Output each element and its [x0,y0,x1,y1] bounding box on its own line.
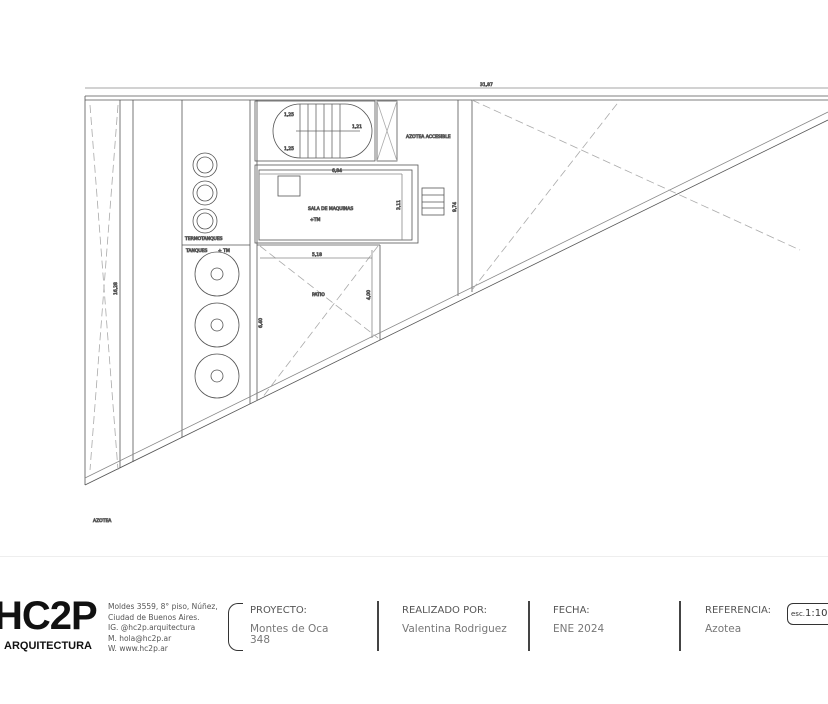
label-azotea-accesible: AZOTEA ACCESIBLE [406,134,451,140]
instagram: IG. @hc2p.arquitectura [108,623,196,632]
divider [679,601,681,651]
brace-divider [228,603,243,651]
dim-left-height: 16,28 [113,282,119,295]
field-proyecto: PROYECTO: Montes de Oca 348 [250,605,345,646]
dim-stair-c: 1,25 [284,146,294,152]
studio-address: Moldes 3559, 8° piso, Núñez, Ciudad de B… [108,602,218,655]
label-sala-sub: +TM [310,217,321,223]
proyecto-value: Montes de Oca 348 [250,623,329,646]
scale-prefix: esc. [791,610,806,618]
termotanques [192,152,218,234]
label-tanques-sub: + TM [218,248,230,254]
dim-stair-b: 1,21 [352,124,362,130]
website: W. www.hc2p.ar [108,644,168,653]
dim-sala-height: 3,11 [396,200,402,210]
fecha-value: ENE 2024 [553,623,605,635]
realizado-label: REALIZADO POR: [402,605,487,616]
label-azotea: AZOTEA [93,518,112,524]
dim-total-width: 31,87 [480,82,493,88]
dim-right: 9,74 [452,202,458,212]
logo-subtitle: ARQUITECTURA [4,640,92,652]
proyecto-label: PROYECTO: [250,605,307,616]
label-patio: PATIO [312,292,325,298]
address-line: Moldes 3559, 8° piso, Núñez, [108,602,218,611]
label-sala: SALA DE MAQUINAS [308,206,353,212]
floor-plan: 31,87 16,28 TERMOTANQUES TANQUES + TM 1,… [84,82,828,524]
dim-stair-a: 1,25 [284,112,294,118]
field-fecha: FECHA: ENE 2024 [553,605,604,635]
address-line: Ciudad de Buenos Aires. [108,612,200,622]
scale-box: esc.1:100 [787,603,828,625]
tanques [194,251,240,399]
divider [377,601,379,651]
dim-patio-width: 5,18 [312,252,322,258]
field-referencia: REFERENCIA: Azotea [705,605,771,635]
referencia-label: REFERENCIA: [705,605,772,616]
field-realizado: REALIZADO POR: Valentina Rodriguez [402,605,507,635]
referencia-value: Azotea [705,623,742,635]
dim-patio-height: 4,00 [366,290,372,300]
dim-sala-width: 6,84 [332,168,342,174]
fecha-label: FECHA: [553,605,590,616]
label-tanques: TANQUES [185,248,208,254]
email: M. hola@hc2p.ar [108,633,172,643]
realizado-value: Valentina Rodriguez [402,623,507,635]
title-block [0,556,828,704]
scale-value: 1:100 [805,608,828,619]
logo: HC2P [0,594,98,638]
label-termotanques: TERMOTANQUES [184,236,223,242]
divider [528,601,530,651]
dim-patio-side: 6,40 [258,318,264,328]
